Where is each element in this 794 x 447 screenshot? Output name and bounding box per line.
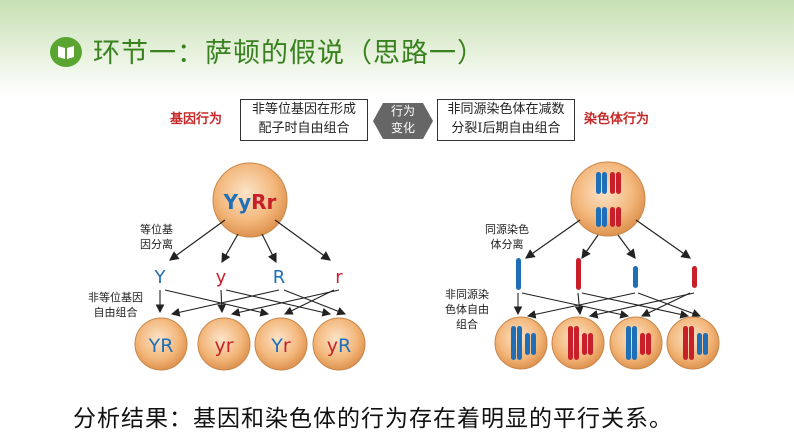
chromosome-behavior-box: 非同源染色体在减数 分裂Ⅰ后期自由组合 <box>437 99 575 141</box>
gene-behavior-line-2: 配子时自由组合 <box>258 121 350 136</box>
chromosome-behavior-line-2: 分裂Ⅰ后期自由组合 <box>451 121 561 136</box>
book-icon <box>50 37 82 67</box>
chromosome-parent-cell <box>570 161 646 237</box>
gamete-yR: yR <box>327 335 351 357</box>
parent-allele-Y: Y <box>223 190 239 214</box>
gene-behavior-box: 非等位基因在形成 配子时自由组合 <box>240 99 368 141</box>
chromosome-separation-arrows <box>525 219 691 259</box>
behavior-change-line-2: 变化 <box>390 121 415 135</box>
gene-gamete-cells <box>134 317 366 371</box>
page-title: 环节一：萨顿的假说（思路一） <box>93 38 485 69</box>
allele-Y: Y <box>154 267 167 288</box>
chromosome-recombination-arrows <box>513 292 702 319</box>
gamete-yr: yr <box>214 335 233 357</box>
behavior-change-arrow: 行为 变化 <box>373 99 433 143</box>
gamete-cell-yr <box>197 317 251 371</box>
gamete-cell-YR <box>134 317 188 371</box>
header-band <box>0 0 794 95</box>
nonhomolog-recombination-label: 非同源染 色体自由 组合 <box>445 288 489 331</box>
gene-behavior-label: 基因行为 <box>170 112 223 127</box>
gamete-cell-yR <box>312 317 366 371</box>
behavior-change-line-1: 行为 <box>390 104 415 118</box>
gene-parent-genotype: YyRr <box>223 190 277 214</box>
chromosome-gamete-cells <box>494 316 720 370</box>
gene-parent-cell <box>212 162 288 238</box>
allele-y: y <box>216 267 227 288</box>
allele-separation-label: 等位基 因分离 <box>140 223 173 251</box>
analysis-conclusion: 分析结果：基因和染色体的行为存在着明显的平行关系。 <box>73 406 673 432</box>
gamete-cell-Yr <box>254 317 308 371</box>
parent-allele-y: y <box>238 190 251 214</box>
nonallele-recombination-label: 非等位基因 自由组合 <box>88 291 143 319</box>
gene-behavior-line-1: 非等位基因在形成 <box>251 102 356 117</box>
chromosome-behavior-line-1: 非同源染色体在减数 <box>447 102 565 117</box>
separated-chromosomes <box>516 258 697 290</box>
allele-R: R <box>273 267 286 288</box>
parent-allele-r: r <box>267 190 277 214</box>
allele-r: r <box>335 267 343 288</box>
gene-separation-arrows <box>169 219 331 264</box>
homolog-separation-label: 同源染色 体分离 <box>485 223 529 251</box>
gamete-Yr: Yr <box>270 335 291 357</box>
gamete-YR: YR <box>148 335 174 357</box>
parent-chromosomes <box>596 172 621 227</box>
parent-allele-R: R <box>251 190 266 214</box>
chromosome-behavior-label: 染色体行为 <box>584 112 650 127</box>
gene-recombination-arrows <box>155 289 347 317</box>
